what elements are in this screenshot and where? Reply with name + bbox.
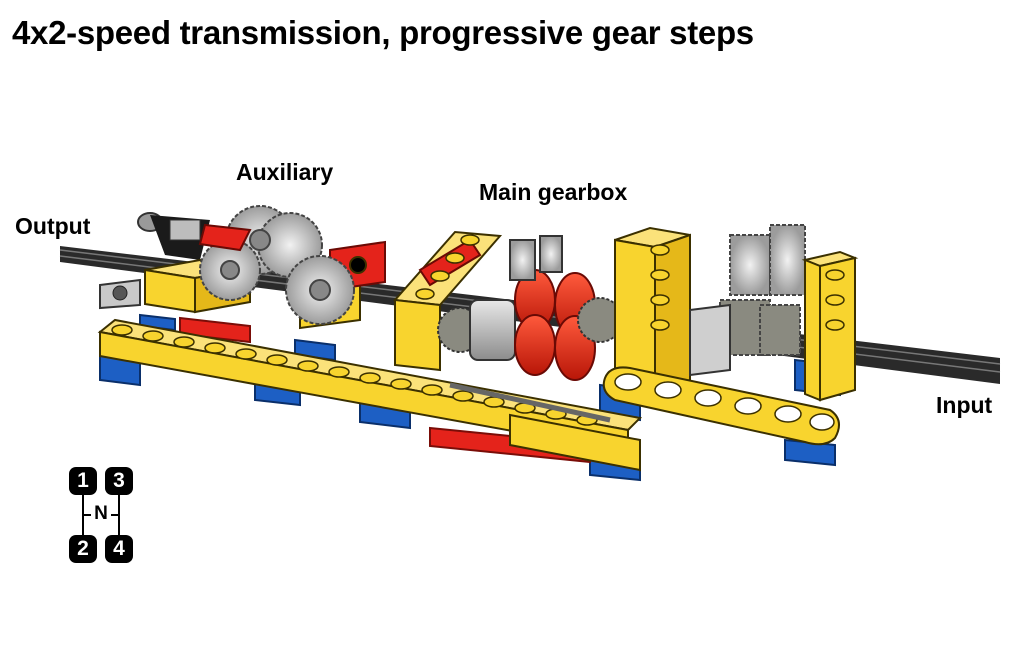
input-side-frame bbox=[801, 250, 859, 402]
output-label: Output bbox=[15, 213, 91, 239]
main-gearbox-internals bbox=[437, 235, 623, 423]
shift-pattern-diagram: N 1 3 2 4 bbox=[66, 464, 142, 564]
neutral-marker: N bbox=[91, 503, 111, 525]
output-coupling bbox=[99, 212, 210, 310]
front-liftarm bbox=[602, 366, 840, 446]
gear-2-badge: 2 bbox=[69, 535, 97, 563]
page-title: 4x2-speed transmission, progressive gear… bbox=[12, 14, 754, 51]
main-gearbox-label: Main gearbox bbox=[479, 179, 628, 205]
gear-1-badge: 1 bbox=[69, 467, 97, 495]
gear-4-badge: 4 bbox=[105, 535, 133, 563]
auxiliary-label: Auxiliary bbox=[236, 159, 334, 185]
main-gearbox-frame bbox=[392, 230, 503, 372]
input-gears bbox=[689, 224, 806, 377]
front-yellow-beam bbox=[97, 318, 643, 472]
gear-3-badge: 3 bbox=[105, 467, 133, 495]
input-label: Input bbox=[936, 392, 993, 418]
main-gearbox-right-frame bbox=[614, 226, 691, 392]
auxiliary-gears bbox=[198, 205, 355, 325]
